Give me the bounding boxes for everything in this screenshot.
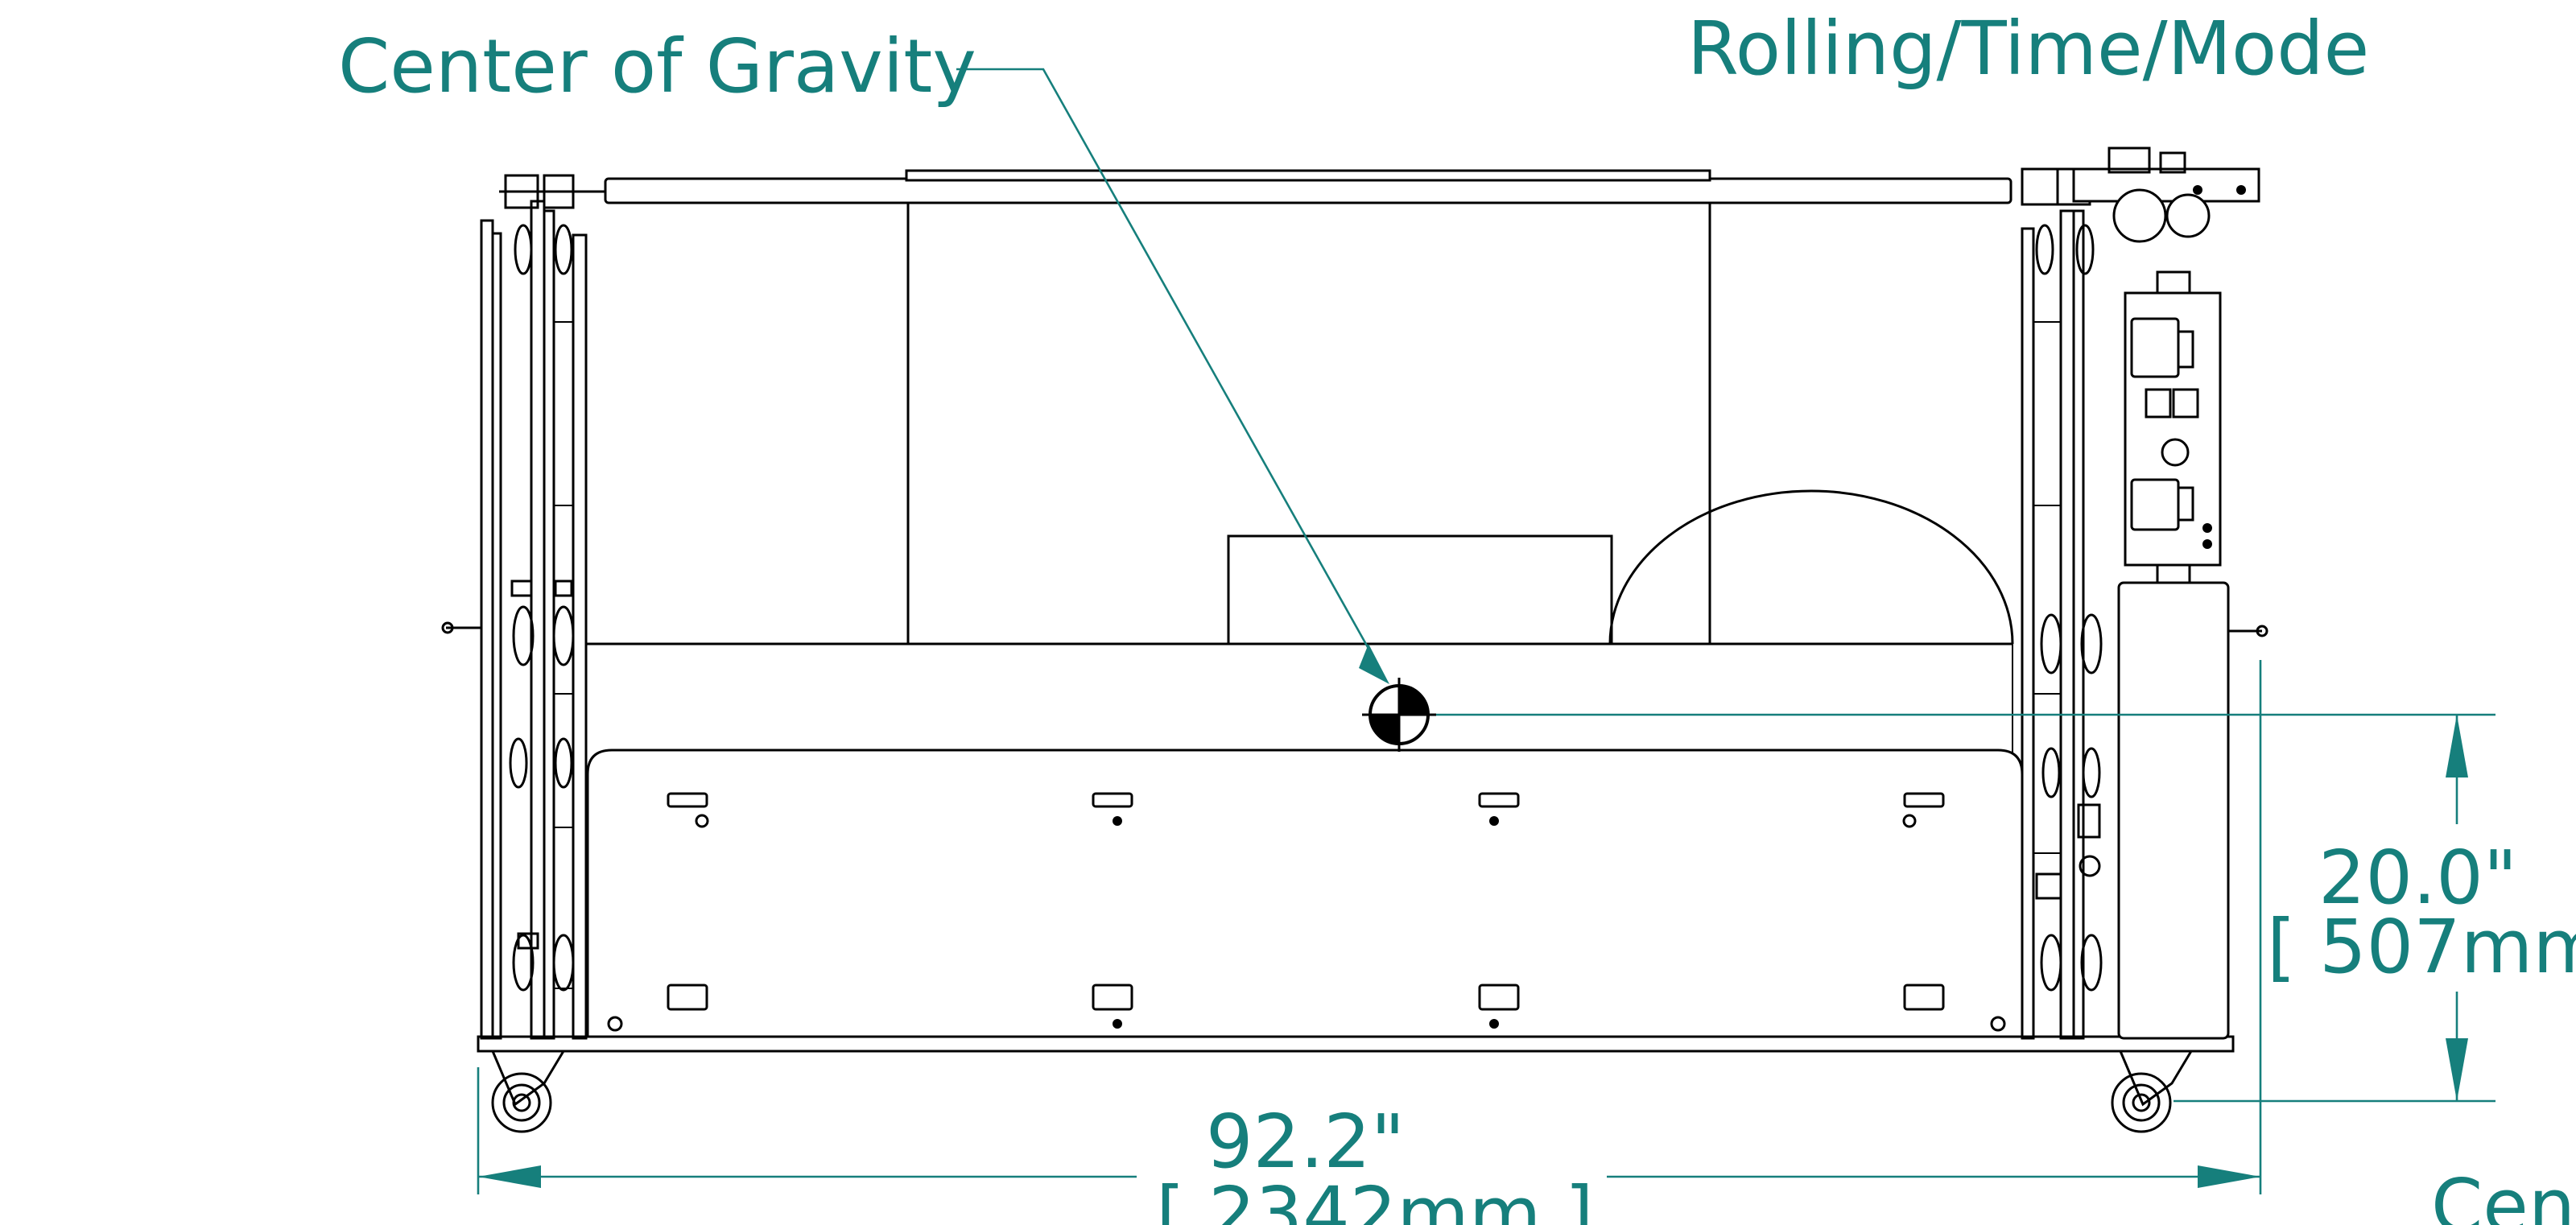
cog-height-inches: 20.0" [2318, 835, 2517, 921]
right-caster [2111, 1050, 2194, 1133]
right-frame [2021, 146, 2268, 1040]
cog-height-mm: [ 507mm [2267, 904, 2576, 990]
dome-arc [1608, 489, 2014, 645]
partial-label-top: Rolling/Time/Mode [1687, 6, 2369, 92]
machine-front-view [441, 146, 2268, 1133]
lower-panel [586, 749, 2024, 1038]
partial-label-bottom-right: Cent [2431, 1163, 2576, 1225]
cog-label: Center of Gravity [338, 23, 976, 109]
panel-slots [607, 792, 2006, 1032]
control-panel [2124, 291, 2222, 567]
tank-body [906, 201, 1711, 645]
side-housing [2117, 581, 2230, 1040]
left-frame [441, 174, 605, 1040]
top-rail [604, 177, 2013, 204]
center-of-gravity-symbol [1362, 678, 1436, 752]
width-dimension [477, 660, 2262, 1194]
top-bracket [2072, 167, 2260, 203]
top-plate [905, 169, 1711, 182]
base-plate [477, 1035, 2235, 1053]
left-caster [490, 1050, 566, 1133]
cog-height-dimension [1436, 713, 2496, 1103]
cog-leader [956, 68, 1389, 684]
width-dim-mm: [ 2342mm ] [1156, 1171, 1594, 1225]
inner-block [1227, 534, 1613, 645]
width-dim-inches: 92.2" [1206, 1099, 1405, 1185]
